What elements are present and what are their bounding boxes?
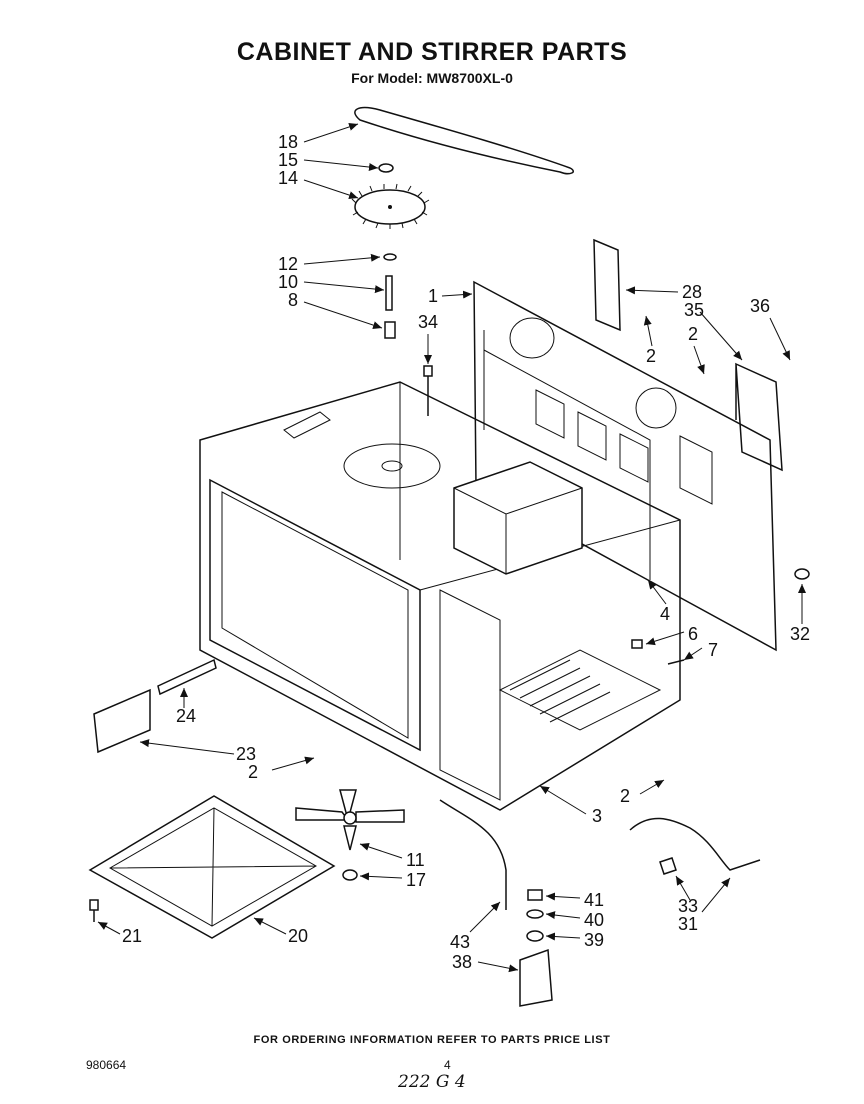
callout-12: 12 [278,254,298,274]
handwritten-note: 222 G 4 [398,1072,466,1092]
callout-labels: 18 15 14 12 10 8 34 1 28 35 36 2 2 2 2 2… [122,132,810,972]
callout-2d: 2 [620,786,630,806]
callout-39: 39 [584,930,604,950]
bracket-36 [735,362,783,472]
belt-part [354,106,574,175]
screw-34 [423,365,433,416]
callout-14: 14 [278,168,298,188]
callout-32: 32 [790,624,810,644]
cord-43 [439,799,507,910]
callout-4: 4 [660,604,670,624]
callout-2b: 2 [688,324,698,344]
callout-3: 3 [592,806,602,826]
callout-7: 7 [708,640,718,660]
callout-33: 33 [678,896,698,916]
callout-18: 18 [278,132,298,152]
callout-34: 34 [418,312,438,332]
callout-8: 8 [288,290,298,310]
page-number: 4 [444,1058,451,1072]
callout-24: 24 [176,706,196,726]
bottom-tray [88,795,336,939]
callout-11: 11 [406,850,425,870]
grommet-32 [794,568,810,580]
callout-1: 1 [428,286,438,306]
callout-36: 36 [750,296,770,316]
callout-23: 23 [236,744,256,764]
callout-43: 43 [450,932,470,952]
callout-2c: 2 [248,762,258,782]
model-subtitle: For Model: MW8700XL-0 [351,70,513,86]
leader-lines [97,123,806,973]
callout-20: 20 [288,926,308,946]
callout-15: 15 [278,150,298,170]
callout-21: 21 [122,926,142,946]
stirrer-motor-stack [519,889,553,1007]
side-panel-23 [93,688,151,754]
strip-24 [157,658,217,696]
power-cord-31 [629,817,761,871]
panel-cover [593,238,621,332]
page-title: CABINET AND STIRRER PARTS [236,38,628,66]
callout-17: 17 [406,870,426,890]
clip-33 [659,857,677,875]
callout-28: 28 [682,282,702,302]
stirrer-gear-part [351,183,430,229]
callout-31: 31 [678,914,698,934]
back-panel [473,280,777,652]
callout-41: 41 [584,890,604,910]
callout-2a: 2 [646,346,656,366]
callout-6: 6 [688,624,698,644]
stirrer-shaft-parts [383,253,397,339]
callout-10: 10 [278,272,298,292]
ordering-footer: FOR ORDERING INFORMATION REFER TO PARTS … [253,1034,611,1046]
callout-35: 35 [684,300,704,320]
cabinet-body [199,381,681,811]
screws-6-7 [631,639,685,665]
clip-part [378,163,394,173]
screw-21 [89,899,99,922]
callout-40: 40 [584,910,604,930]
stirrer-fan-part [295,789,405,881]
callout-38: 38 [452,952,472,972]
document-number: 980664 [86,1058,127,1072]
